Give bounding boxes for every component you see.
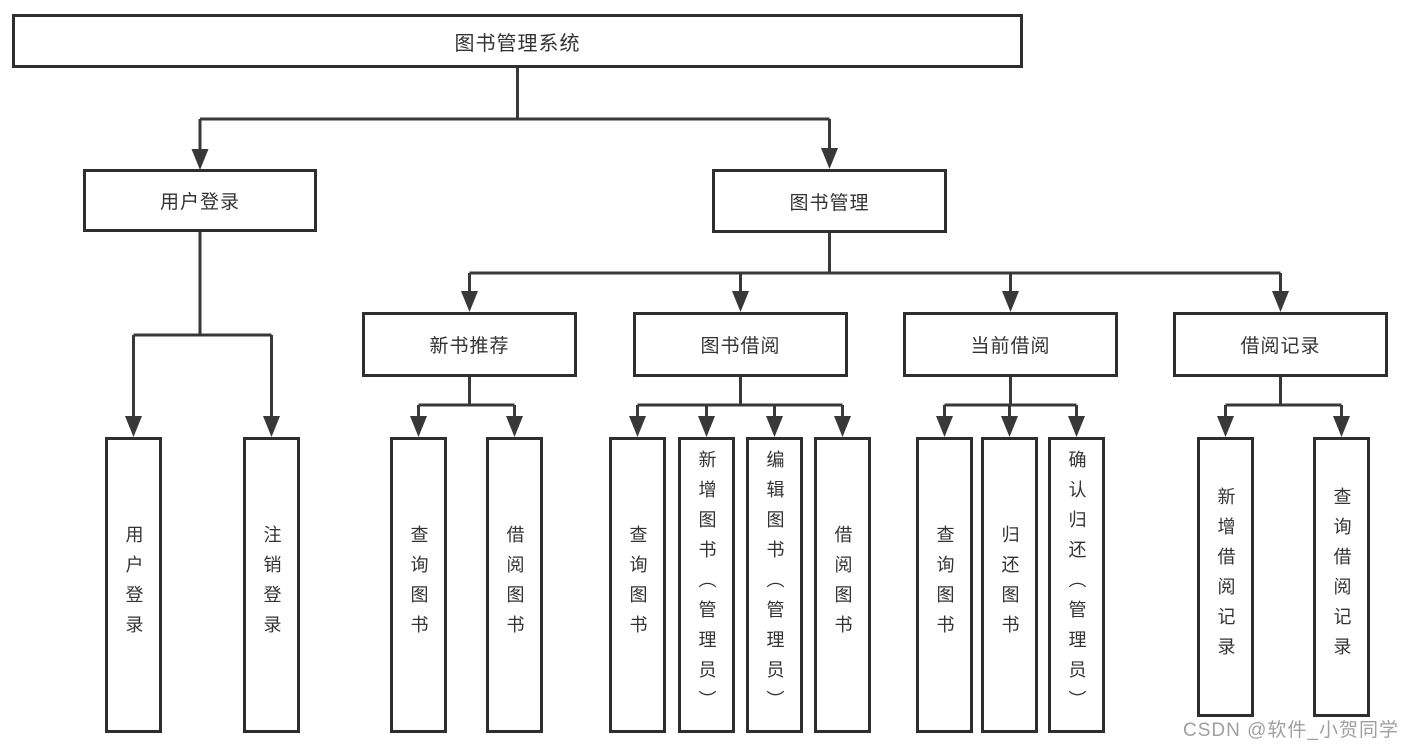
node-label: 查询图书 [627,525,648,645]
node-label: 确认归还（管理员） [1066,450,1087,720]
node-box-book-management-branch: 图书管理 [712,169,947,233]
node-label: 借阅记录 [1240,336,1321,357]
node-label: 新增借阅记录 [1215,487,1236,667]
node-label: 查询图书 [934,525,955,645]
node-box-leaf-borrow-books-recommend: 借阅图书 [486,437,543,733]
node-label: 新书推荐 [429,336,510,357]
node-label: 图书管理 [789,192,870,214]
node-box-leaf-query-books-recommend: 查询图书 [390,437,447,733]
node-label: 用户登录 [159,192,240,213]
node-label: 当前借阅 [970,336,1051,357]
node-box-leaf-add-books-admin: 新增图书（管理员） [678,437,735,733]
node-box-book-borrowing: 图书借阅 [633,312,848,377]
node-label: 借阅图书 [832,525,853,645]
node-box-new-book-recommend: 新书推荐 [362,312,577,377]
node-label: 图书管理系统 [454,32,581,55]
node-box-leaf-user-login: 用户登录 [105,437,162,733]
node-box-leaf-query-books-current: 查询图书 [916,437,973,733]
node-label: 查询借阅记录 [1331,487,1352,667]
node-box-current-borrowing: 当前借阅 [903,312,1118,377]
node-box-leaf-return-books: 归还图书 [981,437,1038,733]
node-box-user-login-branch: 用户登录 [83,169,317,232]
csdn-watermark: CSDN @软件_小贺同学 [1183,720,1399,741]
node-box-borrowing-records: 借阅记录 [1173,312,1388,377]
node-label: 新增图书（管理员） [696,450,717,720]
node-box-leaf-edit-books-admin: 编辑图书（管理员） [746,437,803,733]
node-box-leaf-confirm-return-admin: 确认归还（管理员） [1048,437,1105,733]
node-box-leaf-query-books-borrow: 查询图书 [609,437,666,733]
node-label: 用户登录 [123,525,144,645]
node-label: 图书借阅 [700,336,781,357]
node-box-leaf-query-borrow-record: 查询借阅记录 [1313,437,1370,717]
node-box-leaf-logout: 注销登录 [243,437,300,733]
node-label: 查询图书 [408,525,429,645]
node-label: 借阅图书 [504,525,525,645]
node-label: 归还图书 [999,525,1020,645]
node-label: 注销登录 [261,525,282,645]
node-box-leaf-lend-books: 借阅图书 [814,437,871,733]
node-label: 编辑图书（管理员） [764,450,785,720]
node-box-leaf-add-borrow-record: 新增借阅记录 [1197,437,1254,717]
node-box-system-root: 图书管理系统 [12,14,1023,68]
